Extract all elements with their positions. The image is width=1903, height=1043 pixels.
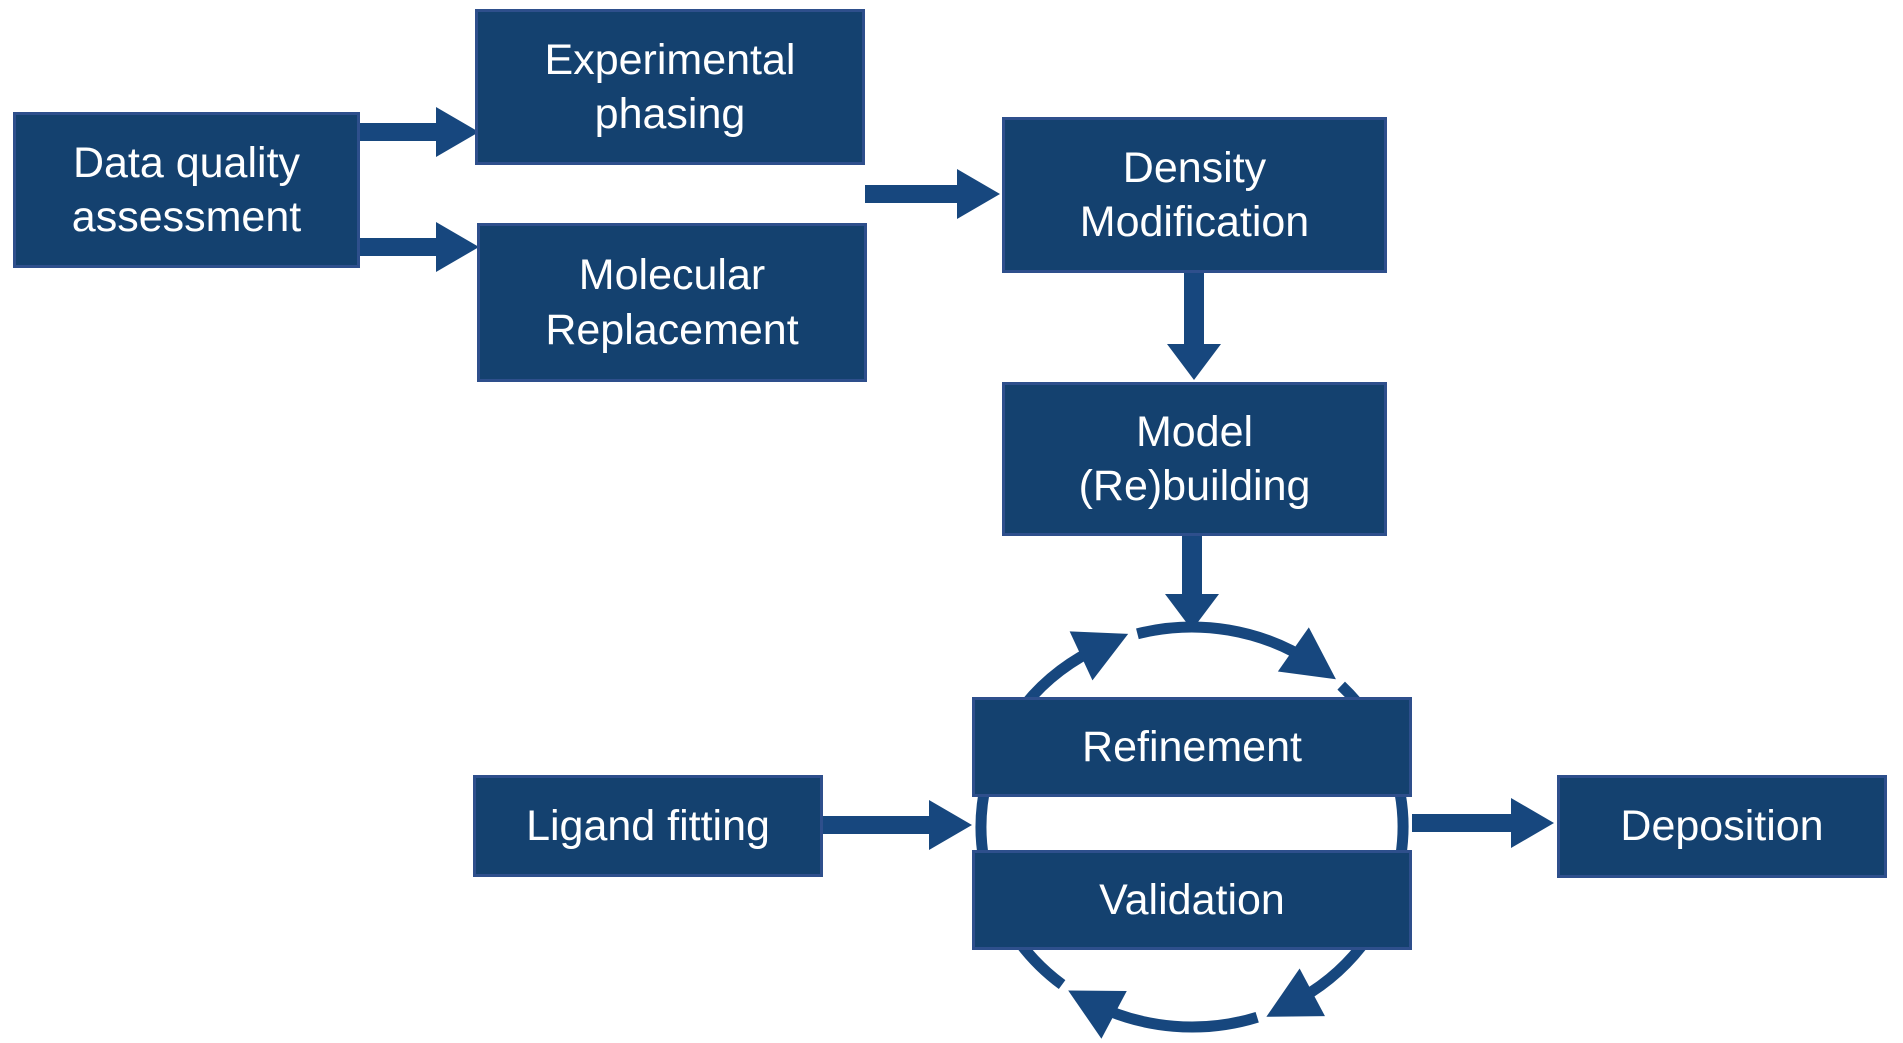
arrow-data-quality-to-experimental-phasing — [360, 107, 479, 157]
node-refinement-label: Refinement — [1082, 722, 1302, 771]
node-model-rebuilding: Model (Re)building — [1002, 382, 1387, 536]
node-deposition-label: Deposition — [1620, 802, 1824, 851]
node-validation: Validation — [972, 850, 1412, 950]
cycle-arrowhead-bottom-left-icon — [1068, 990, 1127, 1039]
node-density-modification: Density Modification — [1002, 117, 1387, 273]
cycle-arrowhead-top-left-icon — [1069, 631, 1129, 681]
node-ligand-fitting-label: Ligand fitting — [526, 801, 770, 850]
node-experimental-phasing-label: Experimental phasing — [544, 35, 796, 138]
cycle-arrowhead-top-right-icon — [1277, 627, 1336, 680]
node-deposition: Deposition — [1557, 775, 1887, 878]
cycle-arrowhead-bottom-right-icon — [1266, 968, 1325, 1017]
node-molecular-replacement-label: Molecular Replacement — [545, 251, 799, 354]
arrow-cycle-to-deposition — [1412, 798, 1554, 848]
arrow-density-modification-to-model-rebuilding — [1167, 273, 1221, 380]
node-density-modification-label: Density Modification — [1079, 143, 1310, 246]
node-molecular-replacement: Molecular Replacement — [477, 223, 867, 382]
node-model-rebuilding-label: Model (Re)building — [1078, 407, 1311, 510]
refinement-validation-cycle-arrows — [975, 621, 1409, 1039]
node-ligand-fitting: Ligand fitting — [473, 775, 823, 877]
node-data-quality-assessment: Data quality assessment — [13, 112, 360, 268]
node-refinement: Refinement — [972, 697, 1412, 797]
arrow-ligand-fitting-to-cycle — [823, 800, 972, 850]
cycle-arc-top — [1136, 621, 1317, 668]
node-validation-label: Validation — [1099, 875, 1285, 924]
arrow-data-quality-to-molecular-replacement — [360, 222, 479, 272]
arrow-model-rebuilding-to-cycle — [1165, 535, 1219, 630]
node-experimental-phasing: Experimental phasing — [475, 9, 865, 165]
node-data-quality-assessment-label: Data quality assessment — [71, 138, 302, 241]
arrow-phasing-to-density-modification — [865, 169, 1000, 219]
